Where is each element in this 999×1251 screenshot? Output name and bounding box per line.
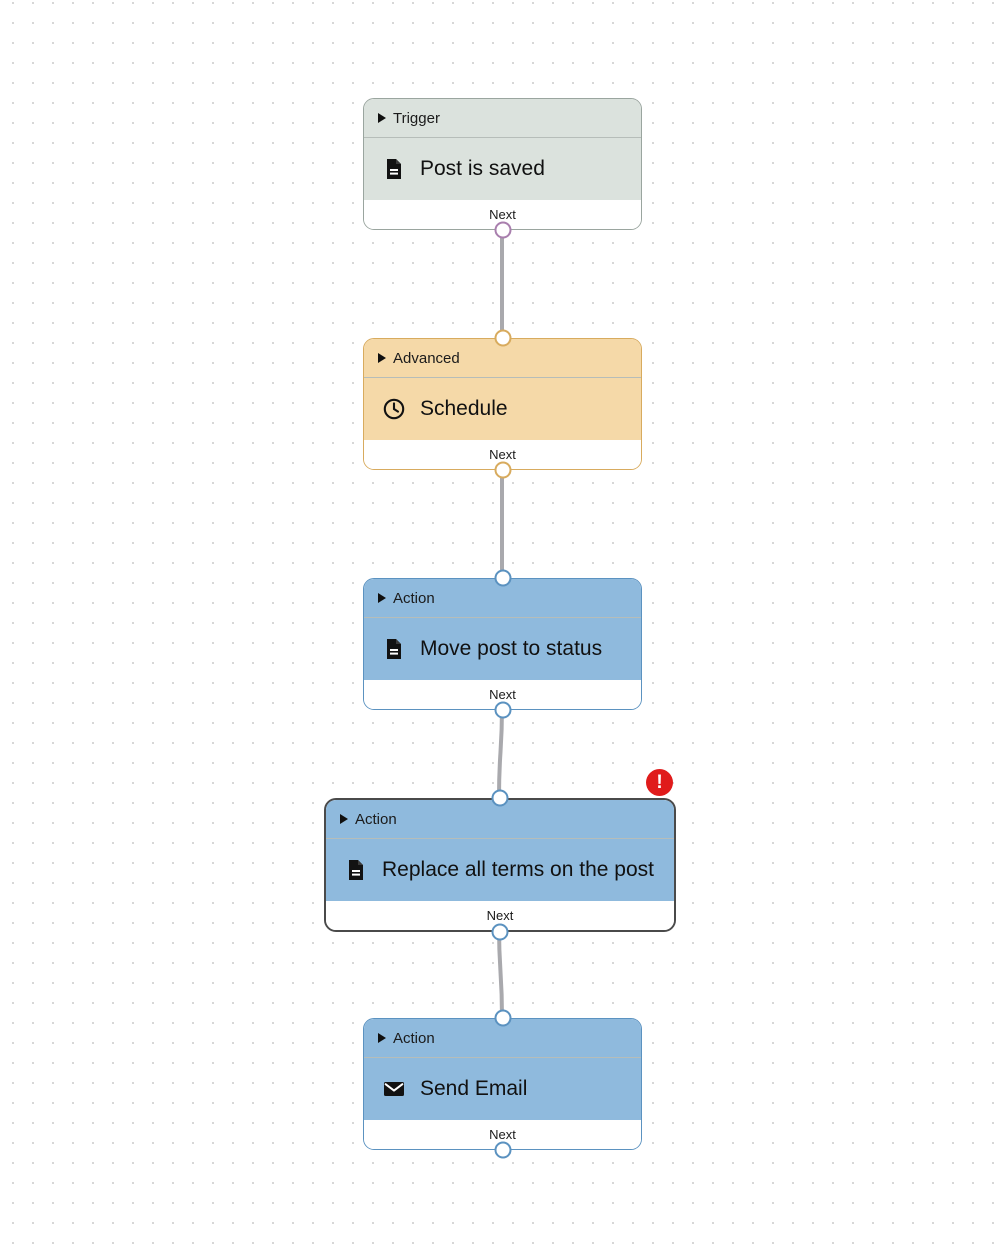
- clock-icon: [383, 398, 405, 420]
- node-kind-label: Action: [393, 589, 435, 607]
- node-output-port[interactable]: [494, 221, 511, 239]
- document-icon: [387, 639, 401, 659]
- node-input-port[interactable]: [491, 789, 509, 807]
- caret-right-icon[interactable]: [378, 1033, 386, 1043]
- node-divider: [364, 617, 641, 618]
- node-header[interactable]: Trigger: [364, 99, 641, 137]
- node-divider: [364, 377, 641, 378]
- node-title: Post is saved: [420, 157, 545, 180]
- caret-right-icon[interactable]: [378, 113, 386, 123]
- node-body[interactable]: Schedule: [364, 378, 641, 440]
- node-title: Schedule: [420, 397, 508, 420]
- workflow-edge: [497, 926, 504, 1018]
- caret-right-icon[interactable]: [340, 814, 348, 824]
- node-kind-label: Action: [393, 1029, 435, 1047]
- node-divider: [326, 838, 674, 839]
- node-title: Move post to status: [420, 637, 603, 660]
- node-output-port[interactable]: [494, 701, 511, 719]
- node-output-port[interactable]: [491, 923, 509, 941]
- node-output-port[interactable]: [494, 461, 511, 479]
- node-kind-label: Advanced: [393, 349, 460, 367]
- node-output-port[interactable]: [494, 1141, 511, 1159]
- node-title: Send Email: [420, 1077, 528, 1100]
- caret-right-icon[interactable]: [378, 593, 386, 603]
- document-icon: [349, 860, 363, 880]
- node-body[interactable]: Post is saved: [364, 138, 641, 200]
- node-body[interactable]: Send Email: [364, 1058, 641, 1120]
- exclamation-icon: !: [656, 772, 663, 793]
- node-input-port[interactable]: [494, 329, 511, 347]
- envelope-icon: [384, 1082, 404, 1096]
- node-title: Replace all terms on the post: [382, 858, 654, 881]
- node-divider: [364, 1057, 641, 1058]
- node-body[interactable]: Move post to status: [364, 618, 641, 680]
- workflow-edge: [497, 706, 504, 798]
- node-divider: [364, 137, 641, 138]
- node-error-badge[interactable]: !: [646, 769, 673, 796]
- node-kind-label: Action: [355, 810, 397, 828]
- node-input-port[interactable]: [494, 569, 511, 587]
- node-body[interactable]: Replace all terms on the post: [326, 839, 674, 901]
- document-icon: [387, 159, 401, 179]
- caret-right-icon[interactable]: [378, 353, 386, 363]
- node-input-port[interactable]: [494, 1009, 511, 1027]
- node-header[interactable]: Action: [364, 1019, 641, 1057]
- node-kind-label: Trigger: [393, 109, 440, 127]
